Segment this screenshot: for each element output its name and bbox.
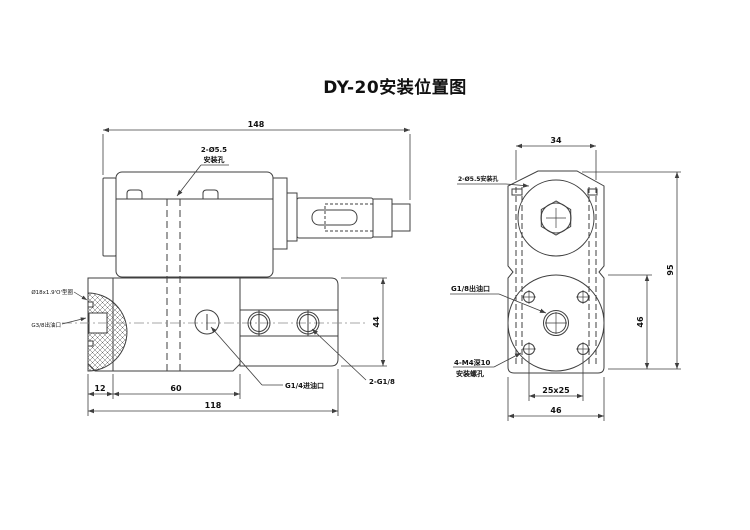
label-front-mount: 2-Ø5.5安装孔 [457,175,530,188]
dim-base-width: 118 [88,369,339,416]
screw-hole-tr [576,290,590,304]
hex-nut [540,200,572,236]
label-inlet-text: G1/4进油口 [285,381,324,390]
label-inlet: G1/4进油口 [210,326,324,390]
screw-hole-tl [522,290,536,304]
label-side-outlet: G3/8出油口 [31,317,87,329]
dim-12-value: 12 [94,384,105,393]
inlet-port-circle [194,309,220,335]
front-body-outline [507,170,605,374]
label-screw-l1: 4-M4深10 [454,358,490,367]
label-oring-text: Ø18x1.9'O'型圈 [31,288,73,296]
front-tab-right [587,188,598,196]
side-view: 148 12 60 118 44 2-Ø5. [31,120,411,416]
dim-44-value: 44 [372,316,381,328]
terminal-bump-1 [126,189,143,200]
dim-lower-height: 46 [608,274,652,369]
label-side-mount-l2: 安装孔 [204,155,225,164]
label-side-mount-l1: 2-Ø5.5 [201,146,227,154]
flange [272,177,288,250]
flange-step [286,192,298,242]
left-mount-plate [102,177,117,257]
dim-118-value: 118 [205,401,222,410]
label-front-outlet-text: G1/8出油口 [451,284,490,293]
outlet-port-outer [543,310,569,336]
label-side-mount-hole: 2-Ø5.5 安装孔 [176,146,229,197]
dim-34-value: 34 [550,136,562,145]
dim-total-width: 148 [102,120,411,200]
label-ports: 2-G1/8 [311,328,395,386]
dim-25x25-value: 25x25 [542,386,570,395]
dim-46b-value: 46 [550,406,562,415]
screw-hole-br [576,342,590,356]
end-cap [372,198,393,238]
solenoid-body [115,171,274,278]
dim-46r-value: 46 [636,316,645,328]
end-tip [391,203,411,232]
front-body [507,170,605,374]
hex-inner-circle [540,202,572,234]
bottom-flange-circle [507,274,605,372]
oring-groove-top [87,301,94,308]
terminal-bump-2 [202,189,219,200]
dim-block-height: 44 [341,277,387,367]
page-title: DY-20安装位置图 [323,77,466,98]
dim-148-value: 148 [248,120,265,129]
front-tab-left [511,188,523,196]
oring-groove-bottom [87,340,94,347]
extension-block [239,277,339,367]
solenoid-body-outline [102,171,411,278]
label-oring: Ø18x1.9'O'型圈 [31,288,88,301]
screw-hole-bl [522,342,536,356]
label-front-mount-text: 2-Ø5.5安装孔 [458,175,498,183]
dim-60-value: 60 [170,384,182,393]
connector-hidden-line [324,203,374,232]
label-side-outlet-text: G3/8出油口 [31,321,61,329]
dim-base-width-front: 46 [507,377,605,421]
front-view: 34 95 46 25x25 46 [450,136,681,421]
label-screw-holes: 4-M4深10 安装螺孔 [453,352,522,378]
dim-hole-spacing: 25x25 [528,356,584,401]
label-screw-l2: 安装螺孔 [456,369,484,378]
label-front-outlet: G1/8出油口 [450,284,547,314]
connector-slot [311,209,358,226]
valve-block-outline [62,199,365,372]
dim-95-value: 95 [666,264,675,276]
dim-total-height: 95 [582,171,681,370]
dim-top-width: 34 [515,136,597,180]
label-ports-text: 2-G1/8 [369,378,395,386]
top-boss-circle [517,179,595,257]
